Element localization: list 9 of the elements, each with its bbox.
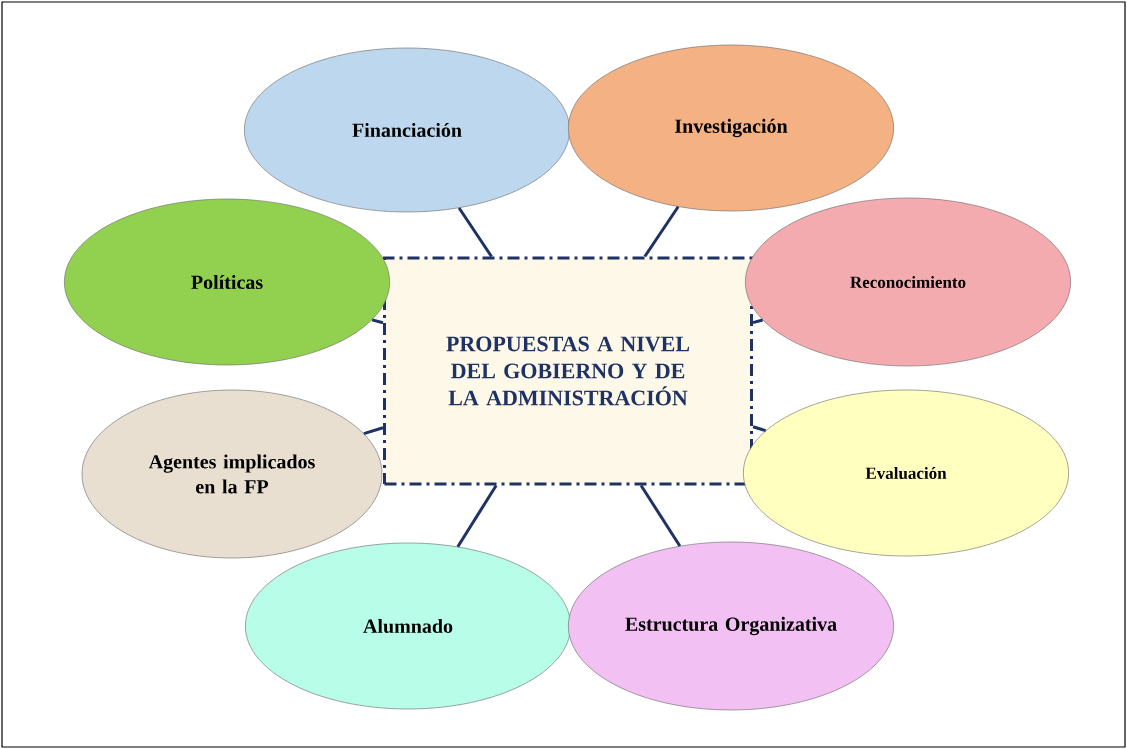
connector-line: [457, 207, 493, 258]
central-box: PROPUESTAS A NIVEL DEL GOBIERNO Y DE LA ADMINISTRACIÓN: [383, 256, 753, 486]
connector-line: [752, 318, 764, 325]
connector-line: [639, 484, 682, 547]
connector-line: [643, 205, 680, 258]
connector-line: [363, 426, 384, 435]
connector-line: [371, 318, 384, 325]
connector-line: [456, 484, 498, 548]
connector-line: [752, 425, 767, 433]
